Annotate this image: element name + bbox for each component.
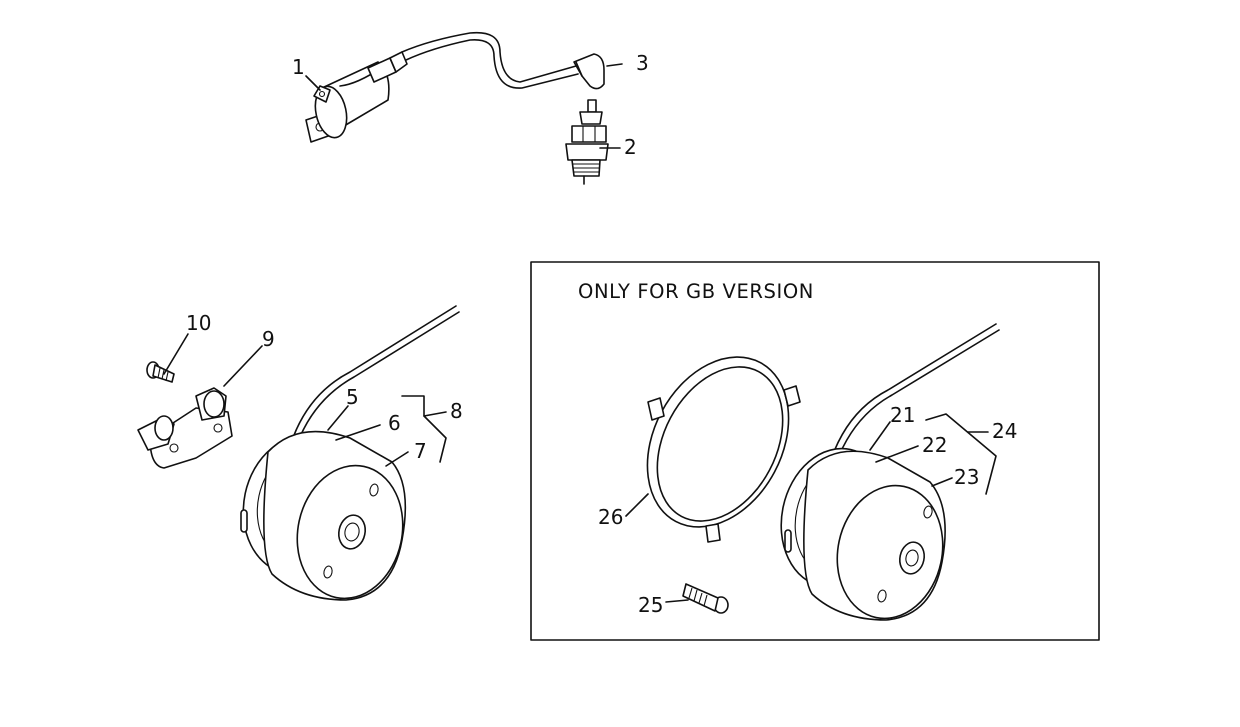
leader-lines <box>163 63 997 603</box>
gb-version-title: ONLY FOR GB VERSION <box>578 280 814 303</box>
callout-6: 6 <box>388 411 401 435</box>
spark-plug-drawing <box>565 99 609 185</box>
callout-5: 5 <box>346 385 359 409</box>
callout-25: 25 <box>638 593 663 617</box>
callout-9: 9 <box>262 327 275 351</box>
callout-8: 8 <box>450 399 463 423</box>
gb-version-frame <box>530 261 1100 641</box>
callout-23: 23 <box>954 465 979 489</box>
pickup-bracket-drawing <box>137 387 233 469</box>
callout-26: 26 <box>598 505 623 529</box>
callout-21: 21 <box>890 403 915 427</box>
flywheel-gb-group-drawing <box>780 323 1000 621</box>
callout-7: 7 <box>414 439 427 463</box>
ignition-coil-drawing <box>305 51 408 143</box>
ht-lead-drawing <box>401 31 579 89</box>
callout-2: 2 <box>624 135 637 159</box>
callout-24: 24 <box>992 419 1017 443</box>
screw-25-drawing <box>682 583 729 614</box>
callout-1: 1 <box>292 55 305 79</box>
flywheel-group-drawing <box>240 305 460 601</box>
callout-10: 10 <box>186 311 211 335</box>
callout-22: 22 <box>922 433 947 457</box>
callout-3: 3 <box>636 51 649 75</box>
ring-cover-26-drawing <box>646 356 801 543</box>
spark-plug-cap-drawing <box>573 53 605 90</box>
